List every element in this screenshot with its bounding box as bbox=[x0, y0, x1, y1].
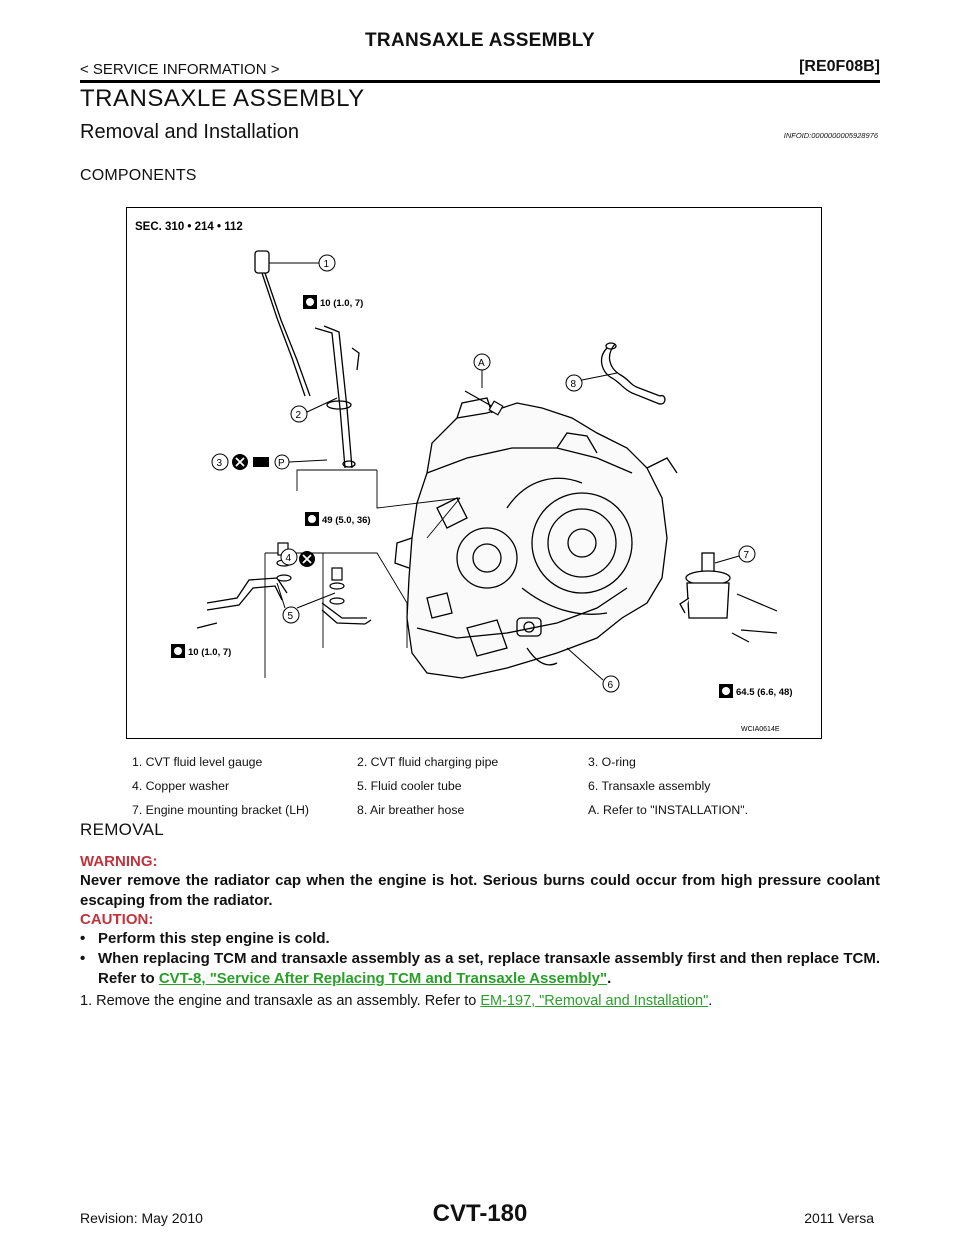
callout-6: 6 bbox=[566, 647, 620, 693]
callout-8: 8 bbox=[565, 372, 618, 392]
header-title: TRANSAXLE ASSEMBLY bbox=[365, 30, 595, 51]
bolt-a-drawing bbox=[464, 390, 504, 416]
svg-text:P: P bbox=[278, 458, 285, 469]
union-bolts-drawing bbox=[196, 542, 345, 629]
caution-bullet-1: • Perform this step engine is cold. bbox=[80, 929, 880, 949]
section-title: TRANSAXLE ASSEMBLY bbox=[80, 85, 365, 112]
footer-model-year: 2011 Versa bbox=[804, 1210, 874, 1226]
torque-spec-3: 10 (1.0, 7) bbox=[171, 644, 231, 658]
svg-text:49 (5.0, 36): 49 (5.0, 36) bbox=[322, 515, 371, 526]
bullet-mark: • bbox=[80, 930, 86, 947]
svg-text:A: A bbox=[478, 358, 485, 369]
subsection-title: Removal and Installation bbox=[80, 121, 300, 143]
link-cvt-8[interactable]: CVT-8, "Service After Replacing TCM and … bbox=[158, 970, 608, 987]
svg-text:6: 6 bbox=[608, 680, 614, 691]
figure-section-label: SEC. 310 • 214 • 112 bbox=[135, 221, 243, 233]
bullet-mark: • bbox=[80, 950, 86, 967]
fluid-level-gauge-drawing bbox=[254, 250, 311, 397]
caution-bullet-1-text: Perform this step engine is cold. bbox=[98, 930, 330, 947]
legend-item: 7. Engine mounting bracket (LH) bbox=[132, 803, 310, 817]
leader-lines bbox=[264, 469, 461, 678]
svg-text:8: 8 bbox=[571, 379, 577, 390]
svg-text:10 (1.0, 7): 10 (1.0, 7) bbox=[188, 647, 231, 658]
components-figure: SEC. 310 • 214 • 112 bbox=[126, 207, 822, 739]
torque-spec-1: 10 (1.0, 7) bbox=[303, 295, 363, 309]
components-heading: COMPONENTS bbox=[80, 167, 197, 184]
callout-3: 3 bbox=[211, 453, 229, 471]
svg-text:4: 4 bbox=[286, 553, 292, 564]
footer-page-number: CVT-180 bbox=[432, 1200, 528, 1227]
fluid-cooler-tube-drawing bbox=[206, 577, 372, 625]
legend-row: 1. CVT fluid level gauge 2. CVT fluid ch… bbox=[126, 751, 822, 775]
legend-item: 3. O-ring bbox=[588, 755, 636, 769]
figure-code: WCIA0614E bbox=[741, 726, 780, 733]
mounting-bolts-drawing bbox=[731, 593, 778, 643]
header-model-code: [RE0F08B] bbox=[799, 58, 880, 75]
svg-text:64.5 (6.6, 48): 64.5 (6.6, 48) bbox=[736, 687, 793, 698]
footer-revision: Revision: May 2010 bbox=[80, 1210, 203, 1226]
svg-text:7: 7 bbox=[744, 550, 750, 561]
header-section-label: < SERVICE INFORMATION > bbox=[80, 61, 280, 78]
warning-text: Never remove the radiator cap when the e… bbox=[80, 872, 880, 909]
svg-text:3: 3 bbox=[217, 458, 223, 469]
legend-item: 6. Transaxle assembly bbox=[588, 779, 711, 793]
legend-row: 7. Engine mounting bracket (LH) 8. Air b… bbox=[126, 799, 822, 823]
callout-7: 7 bbox=[714, 545, 756, 564]
warning-label: WARNING: bbox=[80, 853, 158, 870]
svg-text:10 (1.0, 7): 10 (1.0, 7) bbox=[320, 298, 363, 309]
caution-bullet-2-text: When replacing TCM and transaxle assembl… bbox=[98, 950, 880, 987]
legend-item: 8. Air breather hose bbox=[357, 803, 465, 817]
legend-item: 4. Copper washer bbox=[132, 779, 230, 793]
callouts: 1 2 3 4 5 6 7 8 A bbox=[211, 254, 756, 693]
callout-a: A bbox=[473, 353, 491, 388]
replace-icon-oring: P bbox=[232, 454, 328, 470]
callout-1: 1 bbox=[269, 254, 336, 272]
legend-item: A. Refer to "INSTALLATION". bbox=[588, 803, 748, 817]
svg-text:1: 1 bbox=[324, 259, 330, 270]
callout-2: 2 bbox=[290, 397, 338, 423]
mounting-bracket-drawing bbox=[679, 552, 731, 619]
info-id: INFOID:0000000005928976 bbox=[783, 131, 878, 140]
svg-text:2: 2 bbox=[296, 410, 302, 421]
link-em-197[interactable]: EM-197, "Removal and Installation" bbox=[480, 993, 709, 1009]
transaxle-assembly-drawing bbox=[394, 397, 678, 679]
svg-text:5: 5 bbox=[288, 611, 294, 622]
legend-item: 2. CVT fluid charging pipe bbox=[357, 755, 499, 769]
header-rule bbox=[80, 80, 880, 83]
torque-spec-2: 49 (5.0, 36) bbox=[305, 512, 371, 526]
air-breather-hose-drawing bbox=[600, 342, 666, 405]
caution-label: CAUTION: bbox=[80, 911, 154, 928]
torque-spec-4: 64.5 (6.6, 48) bbox=[719, 684, 793, 698]
removal-heading: REMOVAL bbox=[80, 820, 164, 839]
charging-pipe-drawing bbox=[314, 325, 360, 469]
components-legend: 1. CVT fluid level gauge 2. CVT fluid ch… bbox=[126, 751, 822, 823]
callout-4: 4 bbox=[280, 548, 298, 566]
legend-item: 1. CVT fluid level gauge bbox=[132, 755, 263, 769]
legend-item: 5. Fluid cooler tube bbox=[357, 779, 462, 793]
removal-step-1: 1. Remove the engine and transaxle as an… bbox=[80, 993, 713, 1009]
caution-bullet-2: • When replacing TCM and transaxle assem… bbox=[80, 949, 880, 989]
legend-row: 4. Copper washer 5. Fluid cooler tube 6.… bbox=[126, 775, 822, 799]
replace-icon-washer bbox=[299, 551, 315, 567]
callout-5: 5 bbox=[276, 582, 336, 624]
